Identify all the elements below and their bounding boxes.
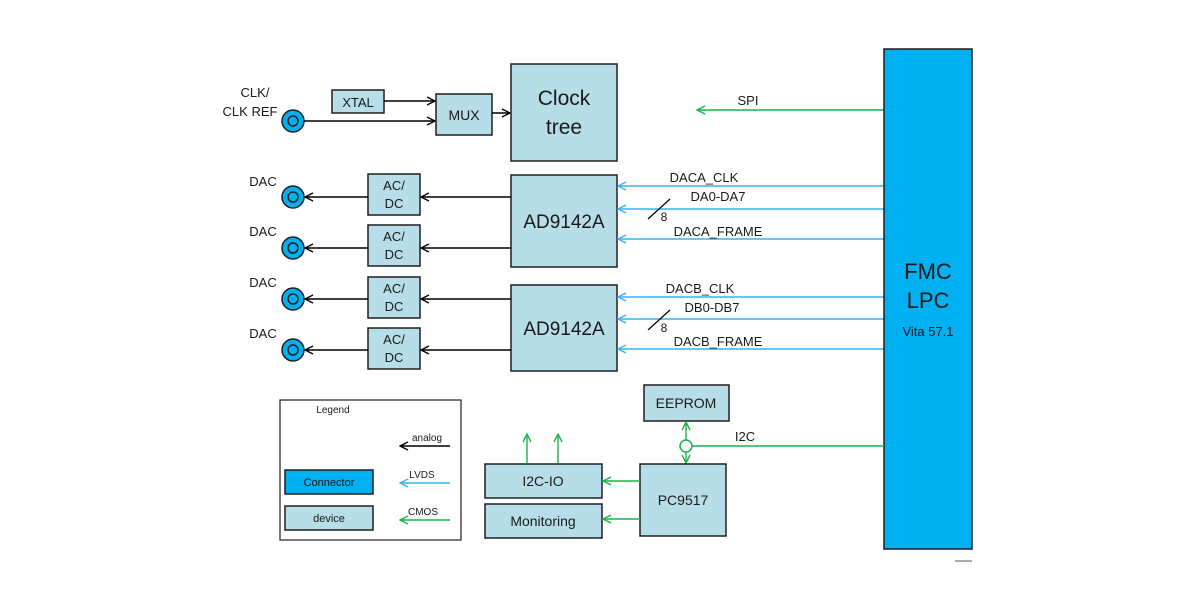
legend-lvds-label: LVDS [409,470,435,481]
da-bus-slash [647,198,671,220]
pc9517-label: PC9517 [658,492,709,508]
acdc-1-line2: DC [385,196,404,211]
clk-label-line1: CLK/ [241,85,270,100]
clock-tree-block [510,63,618,162]
mux-block [435,93,493,136]
legend-cmos-label: CMOS [408,507,438,518]
dac-out-connector-icon-3 [281,287,305,311]
db-bus-slash [647,309,671,331]
da-bus-label: DA0-DA7 [691,189,746,204]
legend: Legend analog Connector LVDS device CMOS [279,399,462,541]
dac-out-label-1: DAC [249,174,276,189]
acdc-3-line2: DC [385,299,404,314]
mux-label: MUX [448,107,480,123]
dacb-frame-label: DACB_FRAME [674,334,763,349]
clock-tree-label-line1: Clock [538,87,591,110]
db-bus-label: DB0-DB7 [685,300,740,315]
i2c-io-label: I2C-IO [522,473,563,489]
clock-tree-label-line2: tree [546,116,582,139]
fmc-label-line2: LPC [907,288,950,313]
legend-analog-label: analog [412,433,442,444]
clk-connector-icon [281,109,305,133]
dac-a-block [510,174,618,268]
xtal-label: XTAL [342,95,374,110]
spi-label: SPI [738,93,759,108]
acdc-block-2 [367,224,421,267]
acdc-block-1 [367,173,421,216]
dac-out-label-3: DAC [249,275,276,290]
legend-title: Legend [316,405,349,416]
daca-frame-label: DACA_FRAME [674,224,763,239]
fmc-label-line1: FMC [904,259,952,284]
dac-b-block [510,284,618,372]
i2c-label: I2C [735,429,755,444]
monitoring-label: Monitoring [510,513,575,529]
legend-device-swatch [284,505,374,531]
da-bus-width: 8 [661,210,668,224]
acdc-4-line2: DC [385,350,404,365]
clk-label-line2: CLK REF [223,104,278,119]
dac-out-connector-icon-2 [281,236,305,260]
dac-out-connector-icon-1 [281,185,305,209]
dac-out-connector-icon-4 [281,338,305,362]
eeprom-block [643,384,730,422]
dac-out-label-2: DAC [249,224,276,239]
pc9517-block [639,463,727,537]
dacb-clk-label: DACB_CLK [666,281,735,296]
acdc-1-line1: AC/ [383,178,405,193]
acdc-block-4 [367,327,421,370]
fmc-connector-block [883,48,973,550]
dac-b-label: AD9142A [523,319,605,340]
legend-device-label: device [313,513,345,525]
acdc-3-line1: AC/ [383,281,405,296]
daca-clk-label: DACA_CLK [670,170,739,185]
legend-connector-swatch [284,469,374,495]
acdc-4-line1: AC/ [383,332,405,347]
acdc-2-line1: AC/ [383,229,405,244]
acdc-2-line2: DC [385,247,404,262]
i2c-junction-icon [679,439,693,453]
dac-a-label: AD9142A [523,212,605,233]
fmc-label-line3: Vita 57.1 [902,324,953,339]
eeprom-label: EEPROM [656,395,717,411]
acdc-block-3 [367,276,421,319]
dac-out-label-4: DAC [249,326,276,341]
db-bus-width: 8 [661,321,668,335]
legend-connector-label: Connector [304,477,355,489]
